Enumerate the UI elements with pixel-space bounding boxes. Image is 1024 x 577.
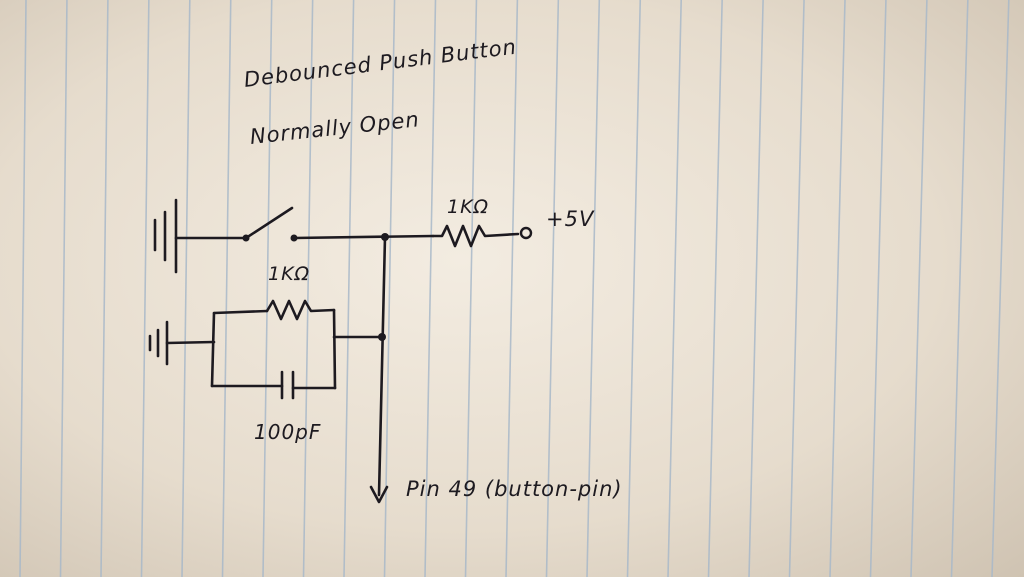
rule-line [788, 0, 805, 577]
wire-switch-to-node [292, 234, 435, 240]
rule-line [950, 0, 969, 577]
rule-line [424, 0, 437, 577]
rule-line [505, 0, 519, 577]
ground-symbol-top [153, 198, 178, 274]
rule-line [991, 0, 1010, 577]
rule-line [302, 0, 314, 577]
wire-rc-right [332, 308, 337, 390]
ground-symbol-bottom [148, 320, 169, 366]
wire-ground-to-rc [165, 340, 216, 345]
rule-line [100, 0, 109, 577]
rule-line [343, 0, 355, 577]
wire-vertical-bus [377, 235, 387, 497]
rule-line [262, 0, 273, 577]
supply-voltage-label: +5V [546, 207, 595, 231]
wire-rc-left [210, 311, 216, 388]
rule-line [869, 0, 887, 577]
rule-line [586, 0, 601, 577]
capacitor [280, 370, 295, 400]
rule-line [626, 0, 642, 577]
rule-line [667, 0, 682, 577]
push-button-switch [242, 206, 298, 242]
rule-line [181, 0, 191, 577]
parallel-resistor-label: 1KΩ [268, 263, 311, 285]
capacitor-label: 100pF [254, 420, 322, 444]
rule-line [545, 0, 560, 577]
pullup-resistor [431, 224, 520, 248]
rule-line [829, 0, 846, 577]
wire-resistor-left [212, 309, 269, 315]
rule-line [140, 0, 150, 577]
rule-line [19, 0, 27, 577]
rule-line [464, 0, 478, 577]
output-pin-label: Pin 49 (button-pin) [406, 477, 623, 501]
supply-terminal [519, 226, 533, 240]
output-arrow [369, 485, 389, 504]
rule-line [707, 0, 723, 577]
pullup-resistor-label: 1KΩ [447, 196, 490, 218]
parallel-resistor [265, 299, 336, 321]
rule-line [748, 0, 764, 577]
rule-line [221, 0, 232, 577]
rule-line [383, 0, 396, 577]
rule-line [59, 0, 68, 577]
rule-line [910, 0, 928, 577]
